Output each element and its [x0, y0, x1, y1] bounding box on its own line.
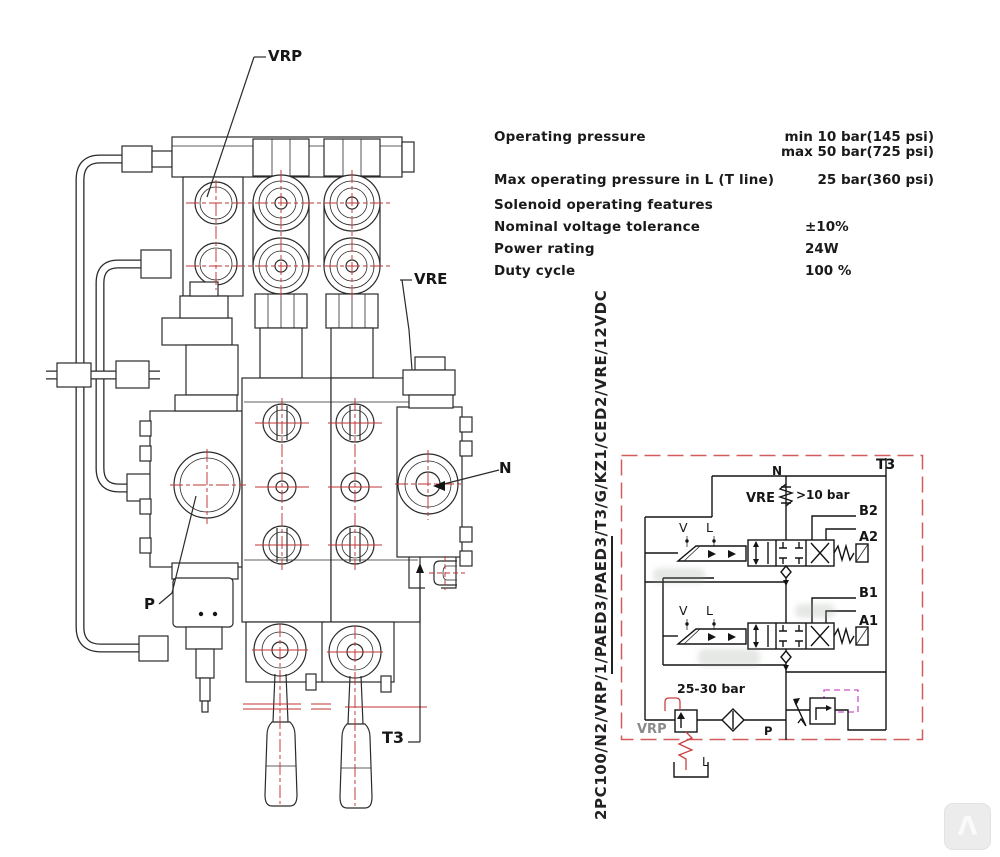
schematic-label-t3: T3	[876, 457, 896, 473]
schematic-label-relief-setting: 25-30 bar	[677, 681, 745, 696]
left-end-block	[139, 281, 243, 580]
spec-value: min 10 bar(145 psi)	[784, 129, 934, 145]
vrp-relief-symbol	[645, 697, 786, 778]
schematic-label-tank: L	[702, 755, 709, 769]
watermark-smudge	[653, 568, 705, 583]
centerlines	[170, 170, 465, 806]
leader-lines	[158, 56, 500, 743]
watermark-smudge	[795, 604, 835, 618]
model-code-prefix: 2PC100/N2/VRP/	[592, 674, 610, 820]
lever-assemblies	[245, 621, 395, 809]
pressure-compensator	[786, 689, 886, 731]
schematic-label-b1: B1	[859, 586, 878, 601]
vre-relief-symbol	[777, 483, 795, 507]
pipe-fittings	[56, 145, 173, 662]
valve-drawing	[46, 56, 500, 809]
schematic-lines	[644, 458, 887, 740]
schematic-label-n: N	[772, 464, 783, 478]
spec-label: Operating pressure	[494, 129, 646, 145]
spec-label: Power rating	[494, 241, 595, 257]
spec-value: max 50 bar(725 psi)	[780, 144, 934, 160]
right-end-block	[396, 356, 473, 589]
spec-value: ±10%	[805, 219, 849, 235]
port-label-p: P	[144, 595, 155, 613]
hydraulic-schematic	[620, 454, 924, 778]
spec-value: 100 %	[805, 263, 852, 279]
directional-valve-1	[676, 597, 869, 671]
spec-label: Nominal voltage tolerance	[494, 219, 701, 235]
model-code: 2PC100/N2/VRP/1/PAED3/PAED3/T3/G/KZ1/CED…	[592, 289, 613, 820]
site-watermark-logo: Λ	[944, 803, 991, 850]
spec-label: Solenoid operating features	[494, 197, 714, 213]
port-label-t3: T3	[382, 728, 405, 747]
schematic-border	[620, 454, 924, 741]
port-label-vrp: VRP	[268, 47, 303, 65]
schematic-label-vrp: VRP	[637, 722, 667, 737]
schematic-label-p: P	[764, 724, 773, 738]
schematic-label-a2: A2	[859, 530, 879, 545]
schematic-label-v-bottom: V	[679, 603, 688, 618]
watermark-smudge	[698, 649, 760, 666]
schematic-label-b2: B2	[859, 504, 878, 519]
bottom-left-pilot	[172, 577, 234, 713]
directional-valve-2	[676, 515, 869, 586]
spec-value: 25 bar(360 psi)	[817, 172, 934, 188]
schematic-label-l-top: L	[706, 520, 713, 535]
schematic-label-vre: VRE	[746, 491, 775, 506]
spec-value: 24W	[805, 241, 839, 257]
spec-label: Max operating pressure in L (T line)	[494, 172, 775, 188]
model-code-suffix: /T3/G/KZ1/CED2/VRE/12VDC	[592, 289, 610, 537]
schematic-label-vre-setting: >10 bar	[796, 488, 850, 502]
schematic-label-a1: A1	[859, 614, 879, 629]
spec-label: Duty cycle	[494, 263, 576, 279]
watermark-glyph: Λ	[957, 811, 978, 842]
schematic-label-v-top: V	[679, 520, 688, 535]
tank-symbol	[673, 762, 709, 778]
model-code-underlined: 1/PAED3/PAED3	[592, 536, 613, 675]
port-label-n: N	[499, 459, 512, 477]
vrp-block	[182, 176, 244, 297]
valve-sections	[241, 377, 421, 623]
pipe-loops	[46, 154, 160, 653]
port-label-vre: VRE	[414, 270, 448, 288]
schematic-label-l-bottom: L	[706, 603, 713, 618]
